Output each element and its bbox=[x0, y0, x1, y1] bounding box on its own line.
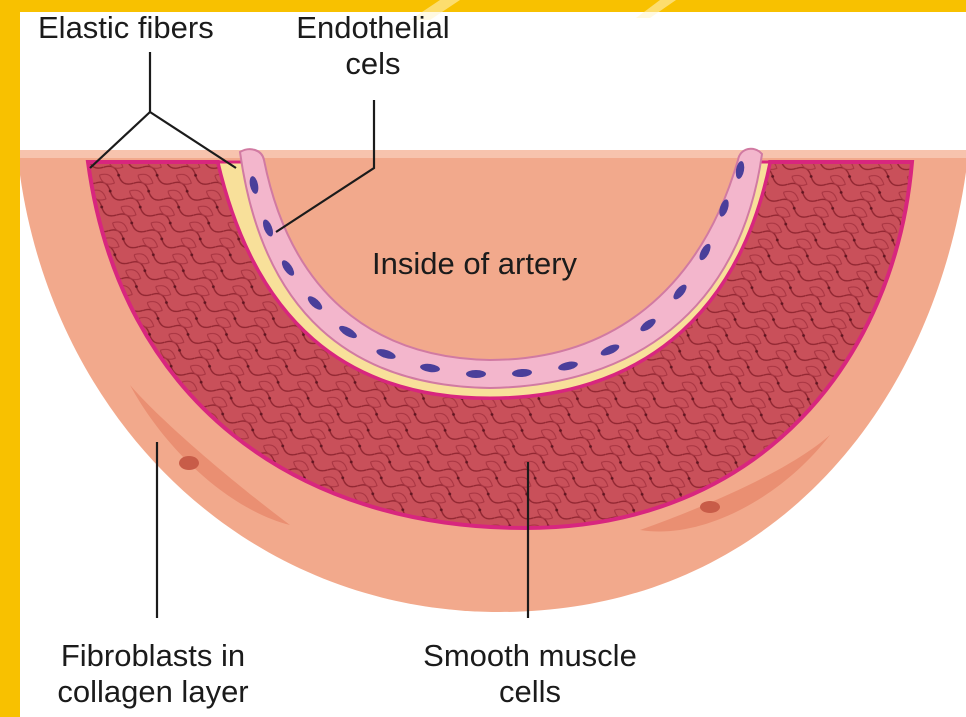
label-smooth-line2: cells bbox=[402, 674, 658, 710]
fibroblast-right-nucleus bbox=[700, 501, 720, 513]
label-smooth-line1: Smooth muscle bbox=[402, 638, 658, 674]
fibroblast-left-nucleus bbox=[179, 456, 199, 470]
label-elastic-fibers: Elastic fibers bbox=[38, 10, 214, 46]
label-endothelial-line1: Endothelial bbox=[282, 10, 464, 46]
label-inside-of-artery: Inside of artery bbox=[372, 246, 577, 282]
label-smooth-muscle-cells: Smooth muscle cells bbox=[402, 638, 658, 710]
label-endothelial-cells: Endothelial cels bbox=[282, 10, 464, 82]
frame-left bbox=[0, 0, 20, 717]
label-fibroblasts: Fibroblasts in collagen layer bbox=[38, 638, 268, 710]
label-fibroblasts-line1: Fibroblasts in bbox=[38, 638, 268, 674]
label-fibroblasts-line2: collagen layer bbox=[38, 674, 268, 710]
label-endothelial-line2: cels bbox=[282, 46, 464, 82]
adventitia-highlight bbox=[20, 150, 966, 158]
endothelial-cell bbox=[466, 370, 486, 378]
